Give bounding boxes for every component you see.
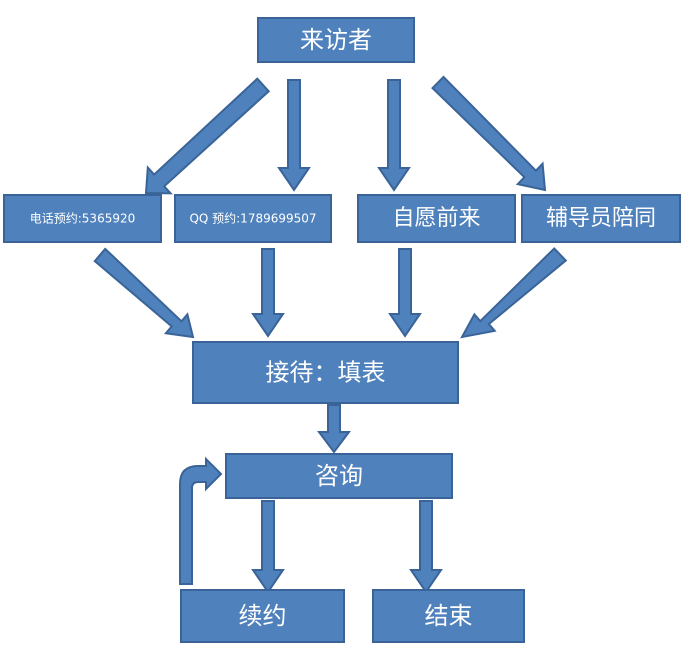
- arrow-walkin-to-reception: [388, 248, 422, 338]
- arrow-qq-to-reception: [251, 248, 285, 338]
- node-consult: 咨询: [225, 453, 453, 499]
- arrow-visitor-to-counselor: [431, 75, 547, 192]
- arrow-consult-to-renew: [251, 500, 285, 594]
- node-renew-label: 续约: [239, 602, 287, 630]
- arrow-counselor-to-reception: [460, 247, 568, 339]
- arrow-renew-loop-to-consult: [179, 456, 223, 585]
- node-qq-appointment-label: QQ 预约:1789699507: [189, 211, 316, 226]
- node-visitor-label: 来访者: [300, 26, 372, 54]
- node-visitor: 来访者: [257, 17, 415, 63]
- node-renew: 续约: [180, 589, 345, 643]
- node-end: 结束: [372, 589, 525, 643]
- node-qq-appointment: QQ 预约:1789699507: [174, 194, 332, 243]
- node-counselor-accompanied-label: 辅导员陪同: [546, 206, 656, 231]
- node-reception: 接待：填表: [192, 341, 459, 404]
- arrow-visitor-to-phone: [144, 77, 271, 195]
- node-counselor-accompanied: 辅导员陪同: [521, 194, 681, 243]
- node-walk-in: 自愿前来: [357, 194, 516, 243]
- node-walk-in-label: 自愿前来: [392, 206, 480, 231]
- arrow-phone-to-reception: [93, 247, 195, 339]
- node-end-label: 结束: [425, 602, 473, 630]
- arrow-reception-to-consult: [317, 404, 351, 454]
- arrow-visitor-to-walkin: [377, 79, 411, 192]
- node-phone-appointment: 电话预约:5365920: [3, 194, 162, 243]
- node-phone-appointment-label: 电话预约:5365920: [30, 211, 136, 226]
- node-consult-label: 咨询: [315, 462, 363, 490]
- node-reception-label: 接待：填表: [266, 359, 386, 387]
- arrow-visitor-to-qq: [277, 79, 311, 192]
- arrow-consult-to-end: [409, 500, 443, 594]
